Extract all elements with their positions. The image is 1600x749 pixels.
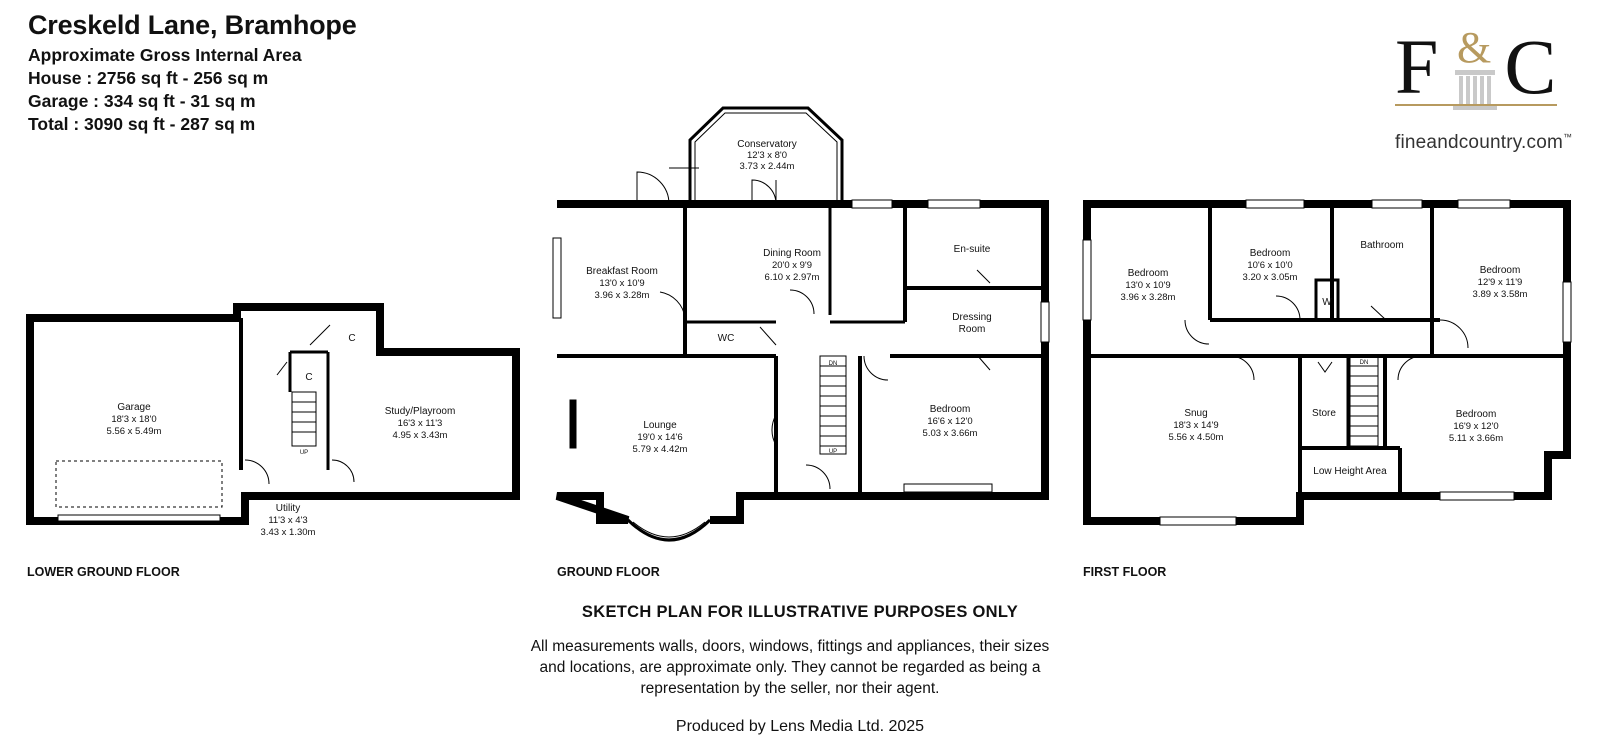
breakfast-metric: 3.96 x 3.28m (595, 290, 650, 301)
breakfast-name: Breakfast Room (586, 266, 658, 277)
bedroom-4-metric: 5.11 x 3.66m (1449, 433, 1503, 444)
property-address: Creskeld Lane, Bramhope (28, 10, 357, 40)
stairs-dn-ground: DN (829, 361, 838, 367)
bathroom-name: Bathroom (1360, 240, 1403, 251)
bedroom-ground-name: Bedroom (930, 404, 971, 415)
floor-label-lower-ground: LOWER GROUND FLOOR (27, 565, 180, 579)
bedroom-3-name: Bedroom (1480, 265, 1521, 276)
stairs-dn-first: DN (1360, 360, 1369, 366)
study-name: Study/Playroom (385, 406, 456, 417)
total-area: Total : 3090 sq ft - 287 sq m (28, 114, 256, 134)
disclaimer-body: All measurements walls, doors, windows, … (530, 638, 1050, 697)
snug-name: Snug (1184, 408, 1207, 419)
dining-metric: 6.10 x 2.97m (765, 272, 820, 283)
utility-imperial: 11'3 x 4'3 (268, 515, 307, 526)
floor-label-ground: GROUND FLOOR (557, 565, 660, 579)
lounge-name: Lounge (643, 420, 677, 431)
garage-imperial: 18'3 x 18'0 (111, 414, 156, 425)
dining-imperial: 20'0 x 9'9 (772, 260, 812, 271)
header: Creskeld Lane, Bramhope Approximate Gros… (28, 10, 357, 135)
cupboard-c-upper: C (348, 333, 355, 344)
bedroom-2-metric: 3.20 x 3.05m (1243, 272, 1298, 283)
utility-metric: 3.43 x 1.30m (261, 527, 316, 538)
logo-url-text: fineandcountry.com (1395, 132, 1564, 153)
bedroom-2-name: Bedroom (1250, 248, 1291, 259)
conservatory-metric: 3.73 x 2.44m (740, 161, 795, 172)
conservatory-imperial: 12'3 x 8'0 (747, 150, 787, 161)
conservatory-name: Conservatory (737, 139, 796, 150)
disclaimer-title: SKETCH PLAN FOR ILLUSTRATIVE PURPOSES ON… (581, 603, 1019, 621)
logo-tm: ™ (1563, 132, 1573, 142)
dining-name: Dining Room (763, 248, 821, 259)
store-name: Store (1312, 408, 1336, 419)
bedroom-2-imperial: 10'6 x 10'0 (1247, 260, 1292, 271)
bedroom-4-imperial: 16'9 x 12'0 (1453, 421, 1498, 432)
bedroom-3-metric: 3.89 x 3.58m (1473, 289, 1528, 300)
bedroom-3-imperial: 12'9 x 11'9 (1478, 277, 1523, 288)
area-title: Approximate Gross Internal Area (28, 45, 302, 65)
snug-metric: 5.56 x 4.50m (1169, 432, 1224, 443)
logo-gold-rule (1395, 104, 1557, 106)
bedroom-1-imperial: 13'0 x 10'9 (1125, 280, 1170, 291)
logo-letter-c: C (1504, 23, 1561, 110)
logo-url: fineandcountry.com™ (1395, 132, 1572, 154)
house-area: House : 2756 sq ft - 256 sq m (28, 68, 269, 88)
logo-ampersand: & (1457, 23, 1492, 72)
stairs-up-lower: UP (300, 450, 308, 456)
breakfast-imperial: 13'0 x 10'9 (599, 278, 644, 289)
stairs-up-ground: UP (829, 449, 837, 455)
producer-credit: Produced by Lens Media Ltd. 2025 (675, 718, 925, 735)
floor-label-first: FIRST FLOOR (1083, 565, 1167, 579)
low-height-name: Low Height Area (1313, 466, 1387, 477)
ensuite-name: En-suite (954, 244, 991, 255)
study-imperial: 16'3 x 11'3 (398, 418, 443, 429)
lounge-imperial: 19'0 x 14'6 (637, 432, 682, 443)
study-metric: 4.95 x 3.43m (393, 430, 448, 441)
lounge-metric: 5.79 x 4.42m (633, 444, 688, 455)
cupboard-c-lower: C (305, 372, 312, 383)
bedroom-ground-imperial: 16'6 x 12'0 (927, 416, 972, 427)
bedroom-4-name: Bedroom (1456, 409, 1497, 420)
ground-floor-plan (552, 106, 1050, 542)
garage-metric: 5.56 x 5.49m (107, 426, 162, 437)
lower-ground-labels: Garage 18'3 x 18'0 5.56 x 5.49m Study/Pl… (107, 333, 456, 538)
bedroom-ground-metric: 5.03 x 3.66m (923, 428, 978, 439)
garage-area: Garage : 334 sq ft - 31 sq m (28, 91, 256, 111)
dressing-name-1: Dressing (952, 312, 991, 323)
snug-imperial: 18'3 x 14'9 (1173, 420, 1218, 431)
logo-letter-f: F (1395, 23, 1443, 110)
garage-name: Garage (117, 402, 151, 413)
lower-ground-floor-plan (26, 303, 520, 525)
first-floor-labels: Bedroom 13'0 x 10'9 3.96 x 3.28m Bedroom… (1121, 240, 1528, 477)
wardrobe-w: W (1322, 297, 1332, 308)
dressing-name-2: Room (959, 324, 986, 335)
column-icon (1453, 70, 1497, 110)
ground-floor-labels: Conservatory 12'3 x 8'0 3.73 x 2.44m Bre… (586, 139, 992, 455)
bedroom-1-metric: 3.96 x 3.28m (1121, 292, 1176, 303)
utility-name: Utility (276, 503, 300, 514)
first-floor-plan (1082, 199, 1572, 526)
bedroom-1-name: Bedroom (1128, 268, 1169, 279)
wc-name: WC (718, 333, 735, 344)
floor-plan: Garage 18'3 x 18'0 5.56 x 5.49m Study/Pl… (26, 106, 1572, 542)
